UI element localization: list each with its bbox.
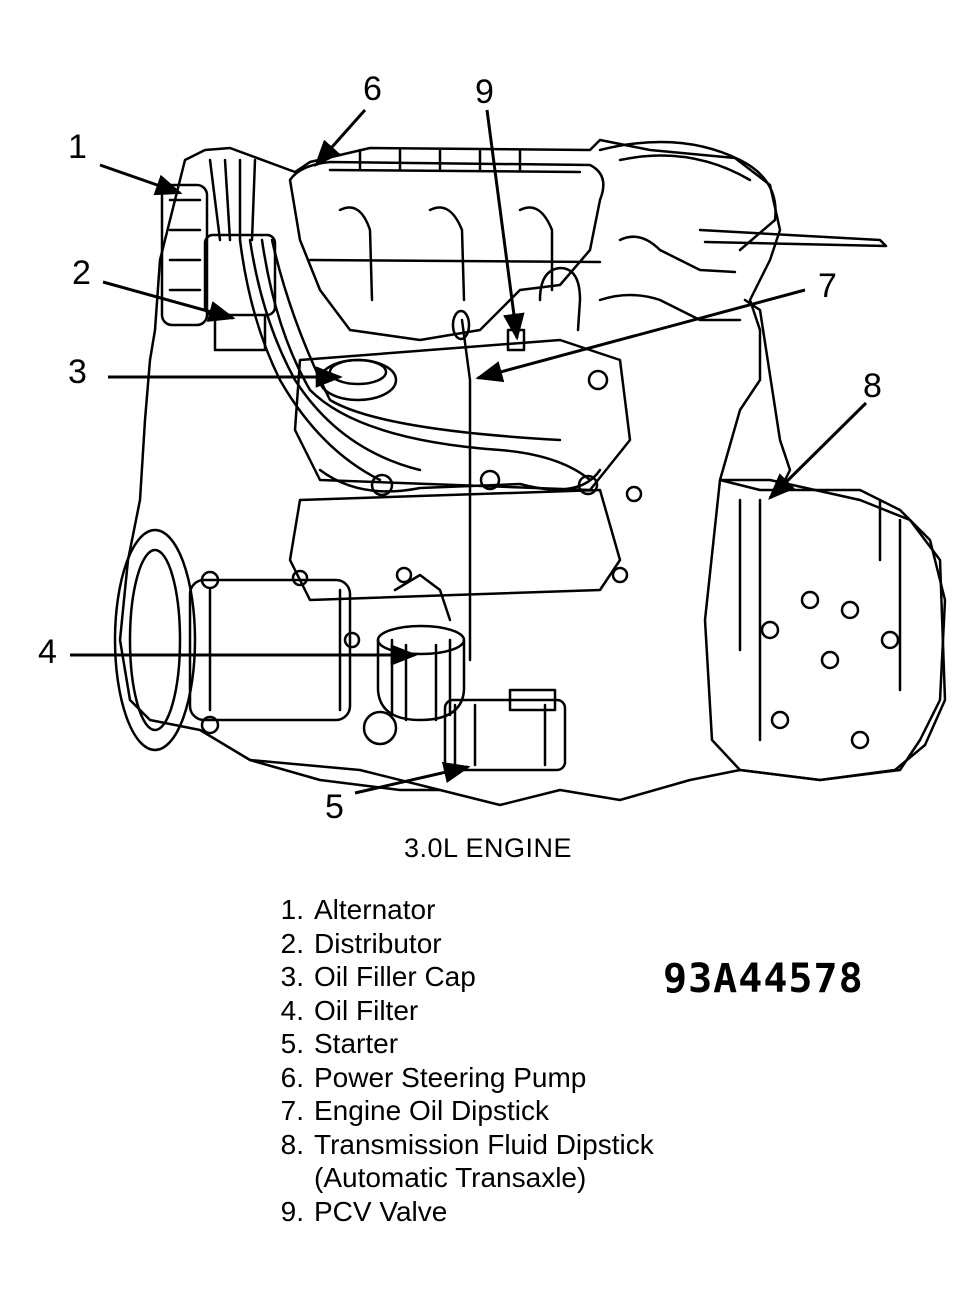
callout-arrows: [70, 109, 868, 795]
legend-label: Transmission Fluid Dipstick: [314, 1128, 654, 1160]
legend-sublabel: (Automatic Transaxle): [314, 1162, 587, 1193]
callout-3: 3: [68, 353, 87, 391]
legend-label: Engine Oil Dipstick: [314, 1095, 549, 1126]
callout-5: 5: [325, 788, 344, 826]
legend-item: 2. Distributor: [258, 927, 654, 961]
legend-number: 5.: [280, 1028, 304, 1059]
legend-number: 6.: [280, 1061, 304, 1093]
legend-item: 4. Oil Filter: [258, 994, 654, 1028]
legend-number: 4.: [280, 994, 304, 1026]
engine-drawing: [113, 138, 947, 807]
legend-number: 2.: [280, 927, 304, 959]
figure-code: 93A44578: [663, 956, 864, 1002]
legend-number: 8.: [280, 1128, 304, 1160]
callout-9: 9: [475, 73, 494, 111]
callout-6: 6: [363, 70, 382, 108]
legend-label: Power Steering Pump: [314, 1061, 587, 1093]
engine-diagram: 1 2 3 4 5 6 7 8 9: [38, 70, 947, 826]
legend-item: 9. PCV Valve: [258, 1195, 654, 1229]
arrow-9: [485, 109, 525, 341]
legend-label: Alternator: [314, 894, 436, 925]
legend-item: 3. Oil Filler Cap: [258, 960, 654, 994]
legend-label: Starter: [314, 1028, 399, 1059]
diagram-caption: 3.0L ENGINE: [403, 833, 573, 863]
legend-item: 1. Alternator: [258, 893, 654, 927]
legend-number: 3.: [280, 961, 304, 992]
legend-label: Oil Filter: [314, 994, 419, 1026]
callout-2: 2: [72, 254, 91, 292]
legend-label: Oil Filler Cap: [314, 961, 476, 992]
arrow-5: [354, 761, 471, 795]
arrow-1: [99, 163, 183, 196]
legend-number: 1.: [280, 894, 304, 925]
legend-label-group: Transmission Fluid Dipstick(Automatic Tr…: [304, 1128, 654, 1195]
legend-item: 6. Power Steering Pump: [258, 1061, 654, 1095]
callout-7: 7: [818, 267, 837, 305]
callout-4: 4: [38, 633, 57, 671]
legend-number: 7.: [280, 1095, 304, 1126]
arrow-2: [102, 280, 236, 322]
arrow-7: [475, 288, 806, 383]
legend-label: Distributor: [314, 927, 442, 959]
legend-label: PCV Valve: [314, 1195, 448, 1227]
callout-1: 1: [68, 128, 87, 166]
arrow-8: [768, 401, 868, 500]
legend-item: 7. Engine Oil Dipstick: [258, 1094, 654, 1128]
parts-legend: 1. Alternator 2. Distributor 3. Oil Filler …: [258, 893, 654, 1228]
arrow-6: [314, 109, 367, 168]
legend-item: 5. Starter: [258, 1027, 654, 1061]
callout-8: 8: [863, 367, 882, 405]
legend-number: 9.: [280, 1195, 304, 1227]
legend-item: 8.Transmission Fluid Dipstick(Automatic …: [258, 1128, 654, 1195]
